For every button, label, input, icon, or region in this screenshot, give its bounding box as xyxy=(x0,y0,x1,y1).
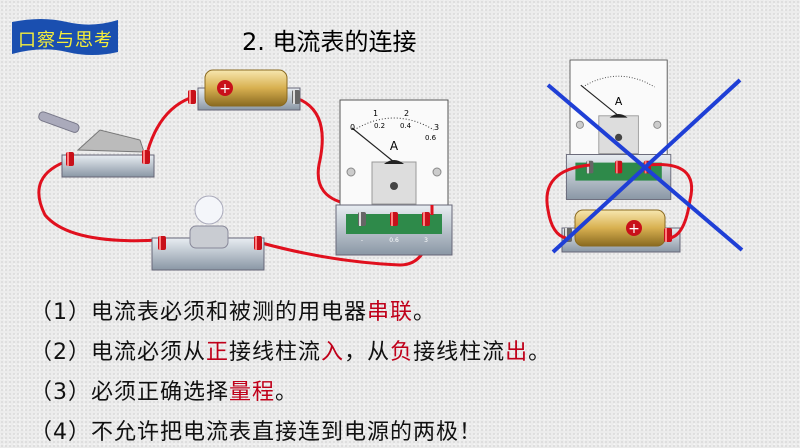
badge-label: 口察与思考 xyxy=(18,30,113,51)
cross-mark xyxy=(546,78,744,254)
svg-text:A: A xyxy=(615,95,623,108)
circuit-illustrations: + A 0 1 2 3 0.2 0.4 0.6 - 0.6 3 A + xyxy=(37,0,744,271)
ammeter-unit: A xyxy=(390,139,399,153)
knife-switch xyxy=(38,111,155,178)
svg-text:+: + xyxy=(219,81,231,97)
svg-text:0.6: 0.6 xyxy=(389,237,399,244)
svg-text:-: - xyxy=(361,237,363,244)
rule-1: （1）电流表必须和被测的用电器串联。 xyxy=(30,300,437,325)
svg-text:2: 2 xyxy=(404,109,409,118)
svg-text:+: + xyxy=(628,221,640,237)
rule-3: （3）必须正确选择量程。 xyxy=(30,380,299,405)
rule-4: （4）不允许把电流表直接连到电源的两极！ xyxy=(30,420,483,445)
svg-text:0: 0 xyxy=(350,123,355,132)
battery-left: + xyxy=(188,69,301,111)
light-bulb xyxy=(151,195,265,271)
svg-text:0.6: 0.6 xyxy=(425,134,437,142)
wires-right xyxy=(545,162,693,240)
svg-text:0.2: 0.2 xyxy=(374,122,385,130)
ammeter-right: A xyxy=(566,60,670,200)
slide-title: 2. 电流表的连接 xyxy=(242,28,417,56)
badge-flag-shape xyxy=(12,19,118,55)
section-badge: 口察与思考 xyxy=(12,18,118,56)
svg-text:3: 3 xyxy=(434,123,439,132)
svg-text:1: 1 xyxy=(373,109,378,118)
battery-right: + xyxy=(561,209,681,253)
svg-text:3: 3 xyxy=(424,237,428,244)
svg-text:0.4: 0.4 xyxy=(400,122,412,130)
rule-2: （2）电流必须从正接线柱流入，从负接线柱流出。 xyxy=(30,340,552,365)
ammeter-left: A 0 1 2 3 0.2 0.4 0.6 - 0.6 3 xyxy=(336,100,452,255)
